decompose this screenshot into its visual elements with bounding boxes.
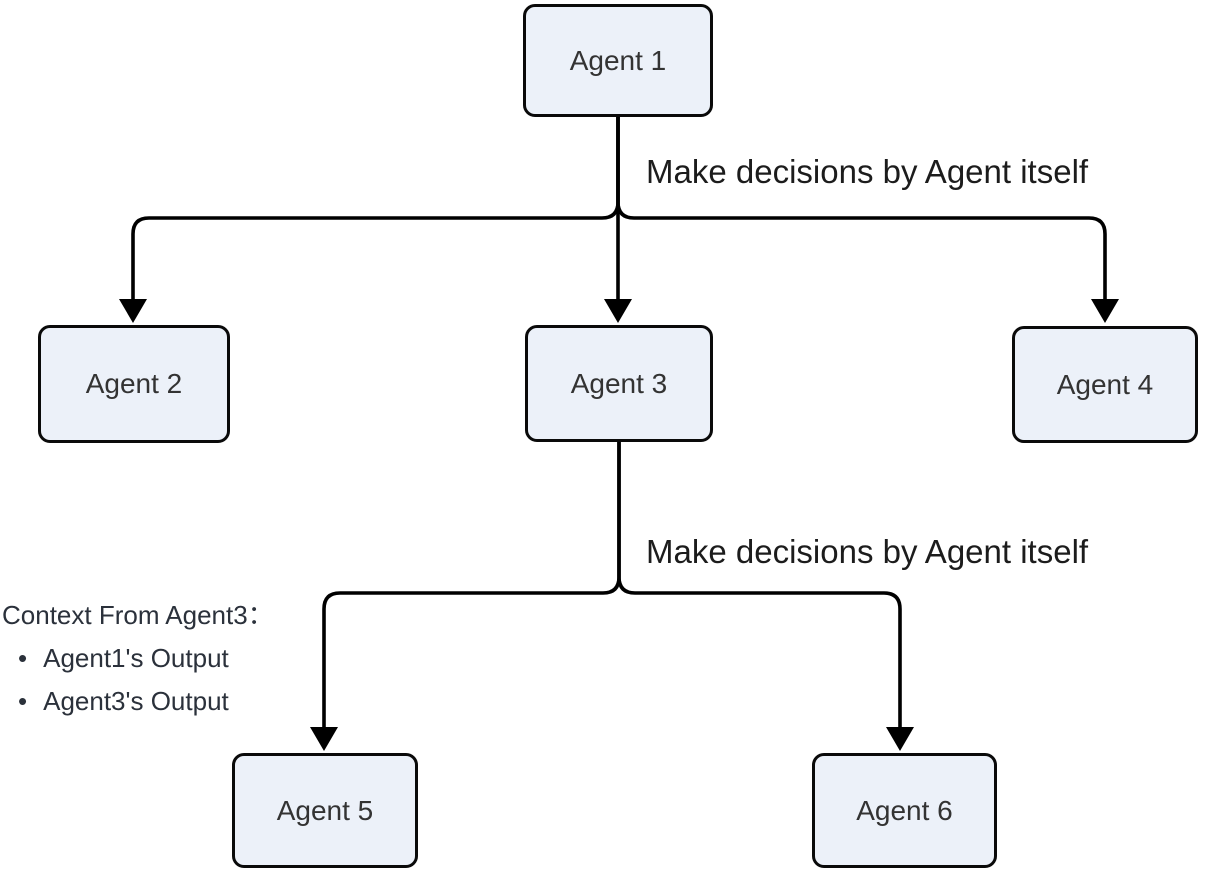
edge-label-agent3-branch: Make decisions by Agent itself <box>646 533 1089 570</box>
node-agent3-label: Agent 3 <box>570 367 668 399</box>
arrowhead-to-agent4-icon <box>1091 299 1119 323</box>
arrowhead-to-agent5-icon <box>310 727 338 751</box>
context-note: Context From Agent3： • Agent1's Output •… <box>2 594 274 723</box>
node-agent3: Agent 3 <box>525 325 713 442</box>
node-agent5-label: Agent 5 <box>276 794 374 826</box>
node-agent5: Agent 5 <box>232 753 418 868</box>
context-note-item-2: • Agent3's Output <box>18 680 274 723</box>
edge-agent3-agent5 <box>322 442 621 731</box>
context-note-item-1: • Agent1's Output <box>18 637 274 680</box>
edge-agent3-agent6 <box>617 442 902 731</box>
context-note-item-1-text: Agent1's Output <box>43 643 229 673</box>
context-note-item-2-text: Agent3's Output <box>43 686 229 716</box>
arrowhead-to-agent3-icon <box>604 299 632 323</box>
node-agent1-label: Agent 1 <box>569 44 667 76</box>
node-agent1: Agent 1 <box>523 4 713 117</box>
node-agent6: Agent 6 <box>812 753 997 868</box>
edge-label-agent1-branch: Make decisions by Agent itself <box>646 153 1089 190</box>
edge-agent1-agent2 <box>131 117 620 303</box>
edge-agent1-agent4 <box>616 117 1107 303</box>
node-agent2: Agent 2 <box>38 325 230 443</box>
context-note-title: Context From Agent3： <box>2 600 274 630</box>
bullet-dot-icon: • <box>18 643 28 673</box>
node-agent6-label: Agent 6 <box>856 794 953 826</box>
node-agent2-label: Agent 2 <box>85 368 183 399</box>
node-agent4-label: Agent 4 <box>1056 368 1154 400</box>
arrowhead-to-agent2-icon <box>119 299 147 323</box>
node-agent4: Agent 4 <box>1012 326 1198 443</box>
bullet-dot-icon: • <box>18 686 28 716</box>
arrowhead-to-agent6-icon <box>886 727 914 751</box>
